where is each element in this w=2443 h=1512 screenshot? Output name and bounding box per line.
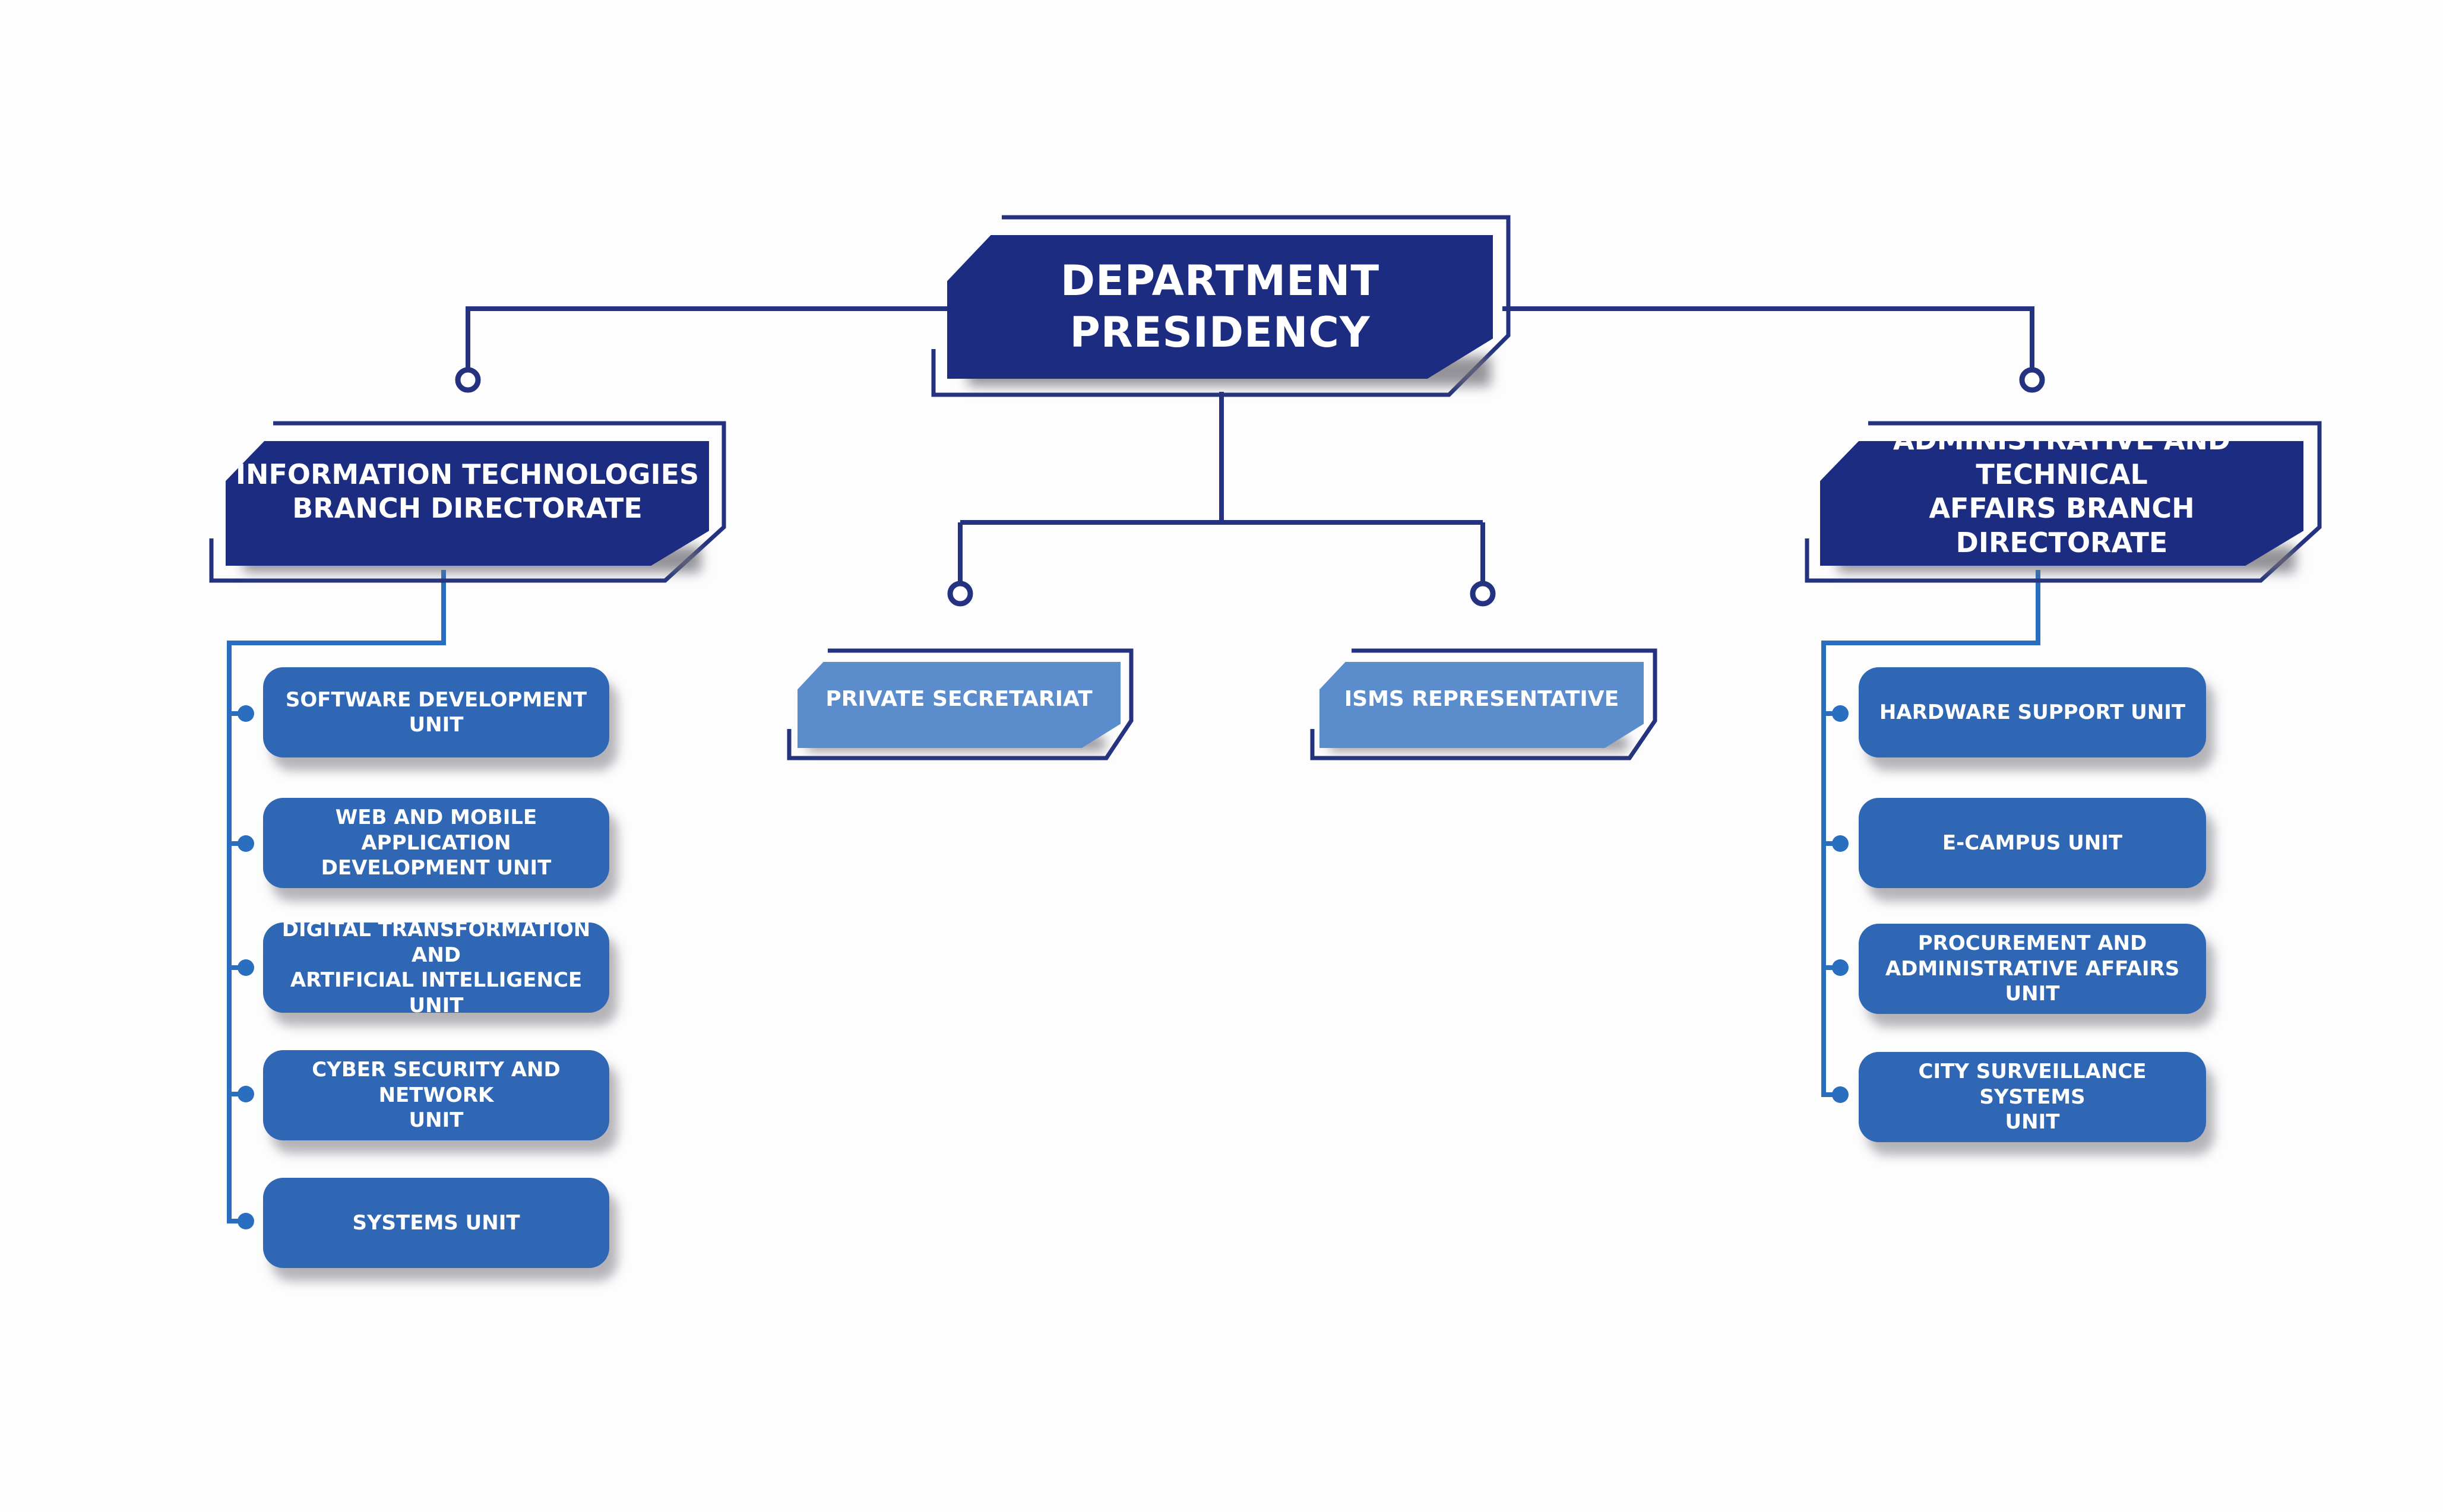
- connector-node-right-icon: [2019, 367, 2045, 393]
- unit-box[interactable]: CITY SURVEILLANCE SYSTEMS UNIT: [1859, 1052, 2206, 1142]
- unit-box[interactable]: CYBER SECURITY AND NETWORK UNIT: [263, 1050, 609, 1140]
- bullet-icon: [1832, 1086, 1849, 1103]
- connector-node-left-icon: [455, 367, 481, 393]
- connector-top-left: [466, 306, 950, 368]
- bullet-icon: [1832, 835, 1849, 852]
- bullet-icon: [238, 705, 254, 722]
- bullet-icon: [1832, 959, 1849, 976]
- bullet-icon: [1832, 705, 1849, 722]
- unit-title-line1: E-CAMPUS UNIT: [1942, 831, 2123, 855]
- node-title: PRIVATE SECRETARIAT: [825, 687, 1093, 711]
- unit-title-line1: WEB AND MOBILE APPLICATION: [335, 806, 537, 855]
- node-title-line2: BRANCH DIRECTORATE: [292, 492, 643, 524]
- connector-right-branch: [1821, 570, 2040, 1097]
- frame-isms-decoration: [1310, 648, 1657, 760]
- unit-title-line2: ARTIFICIAL INTELLIGENCE UNIT: [290, 968, 583, 1017]
- unit-box[interactable]: DIGITAL TRANSFORMATION AND ARTIFICIAL IN…: [263, 918, 609, 1017]
- connector-top-right: [1502, 306, 2034, 368]
- node-private-secretariat[interactable]: PRIVATE SECRETARIAT: [798, 662, 1121, 748]
- unit-title-line2: UNIT: [409, 1108, 464, 1133]
- unit-title-line1: HARDWARE SUPPORT UNIT: [1879, 700, 2186, 724]
- bullet-icon: [238, 835, 254, 852]
- node-department-presidency[interactable]: DEPARTMENT PRESIDENCY: [947, 235, 1493, 379]
- connector-left-branch: [227, 570, 446, 1223]
- bullet-icon: [238, 959, 254, 976]
- connector-node-secretariat-icon: [947, 581, 973, 607]
- node-it-branch-directorate[interactable]: INFORMATION TECHNOLOGIES BRANCH DIRECTOR…: [226, 441, 709, 566]
- node-title-line2: AFFAIRS BRANCH DIRECTORATE: [1929, 492, 2195, 559]
- connector-node-isms-icon: [1470, 581, 1496, 607]
- unit-title-line2: ADMINISTRATIVE AFFAIRS UNIT: [1885, 956, 2180, 1006]
- unit-title-line1: SOFTWARE DEVELOPMENT UNIT: [285, 687, 587, 737]
- unit-title-line1: SYSTEMS UNIT: [352, 1210, 520, 1235]
- unit-box[interactable]: HARDWARE SUPPORT UNIT: [1859, 667, 2206, 757]
- unit-box[interactable]: WEB AND MOBILE APPLICATION DEVELOPMENT U…: [263, 798, 609, 888]
- unit-title-line2: DEVELOPMENT UNIT: [321, 856, 552, 880]
- node-title-line1: DEPARTMENT: [1060, 256, 1380, 305]
- bullet-icon: [238, 1086, 254, 1102]
- unit-box[interactable]: SYSTEMS UNIT: [263, 1178, 609, 1268]
- unit-box[interactable]: E-CAMPUS UNIT: [1859, 798, 2206, 888]
- node-title-line1: ADMINISTRATIVE AND TECHNICAL: [1893, 424, 2231, 490]
- unit-title-line2: UNIT: [2005, 1110, 2060, 1134]
- unit-title-line1: CITY SURVEILLANCE SYSTEMS: [1918, 1060, 2147, 1109]
- bullet-icon: [238, 1213, 254, 1229]
- unit-title-line1: CYBER SECURITY AND NETWORK: [312, 1058, 561, 1107]
- unit-title-line1: PROCUREMENT AND: [1917, 931, 2147, 956]
- unit-box[interactable]: SOFTWARE DEVELOPMENT UNIT: [263, 667, 609, 757]
- frame-secretariat-decoration: [787, 648, 1134, 760]
- node-title-line1: INFORMATION TECHNOLOGIES: [235, 458, 700, 490]
- node-admin-technical-directorate[interactable]: ADMINISTRATIVE AND TECHNICAL AFFAIRS BRA…: [1820, 441, 2303, 566]
- unit-box[interactable]: PROCUREMENT AND ADMINISTRATIVE AFFAIRS U…: [1859, 924, 2206, 1014]
- node-title: ISMS REPRESENTATIVE: [1344, 687, 1619, 711]
- unit-title-line1: DIGITAL TRANSFORMATION AND: [281, 918, 591, 967]
- node-isms-representative[interactable]: ISMS REPRESENTATIVE: [1319, 662, 1644, 748]
- node-title-line2: PRESIDENCY: [1069, 308, 1371, 357]
